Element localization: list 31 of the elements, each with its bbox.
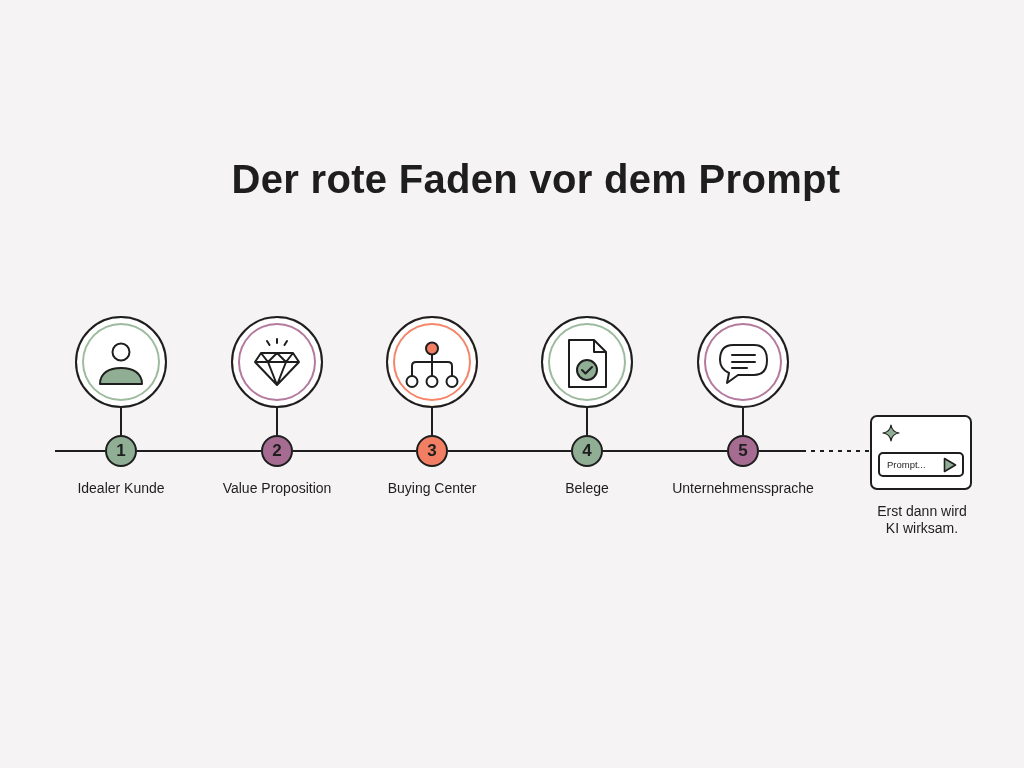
step-marker xyxy=(416,435,448,467)
step-label: Value Proposition xyxy=(222,480,332,497)
connector-line xyxy=(120,407,122,436)
connector-line xyxy=(276,407,278,436)
connector-line xyxy=(758,450,871,452)
diagram-title: Der rote Faden vor dem Prompt xyxy=(231,157,841,202)
connector-line xyxy=(586,407,588,436)
placeholder-text: Prompt... xyxy=(887,459,926,470)
step-label: Idealer Kunde xyxy=(77,480,165,497)
step-marker xyxy=(727,435,759,467)
prompt-card xyxy=(870,415,972,490)
step-label: Belege xyxy=(565,480,609,497)
connector-line xyxy=(602,450,728,452)
connector-line xyxy=(447,450,572,452)
step-label: Buying Center xyxy=(387,480,477,497)
step-number: 3 xyxy=(427,442,437,460)
connector-line xyxy=(742,407,744,436)
step-label: Unternehmenssprache xyxy=(672,480,814,497)
input-field xyxy=(878,452,964,477)
connector-line xyxy=(292,450,417,452)
step-number: 2 xyxy=(272,442,282,460)
step-number: 1 xyxy=(116,442,126,460)
step-marker xyxy=(571,435,603,467)
connector-line xyxy=(54,450,106,452)
caption-text: Erst dann wird KI wirksam. xyxy=(876,503,968,537)
connector-line xyxy=(136,450,262,452)
step-number: 5 xyxy=(738,442,748,460)
step-marker xyxy=(105,435,137,467)
connector-line xyxy=(431,407,433,436)
step-marker xyxy=(261,435,293,467)
step-number: 4 xyxy=(582,442,592,460)
